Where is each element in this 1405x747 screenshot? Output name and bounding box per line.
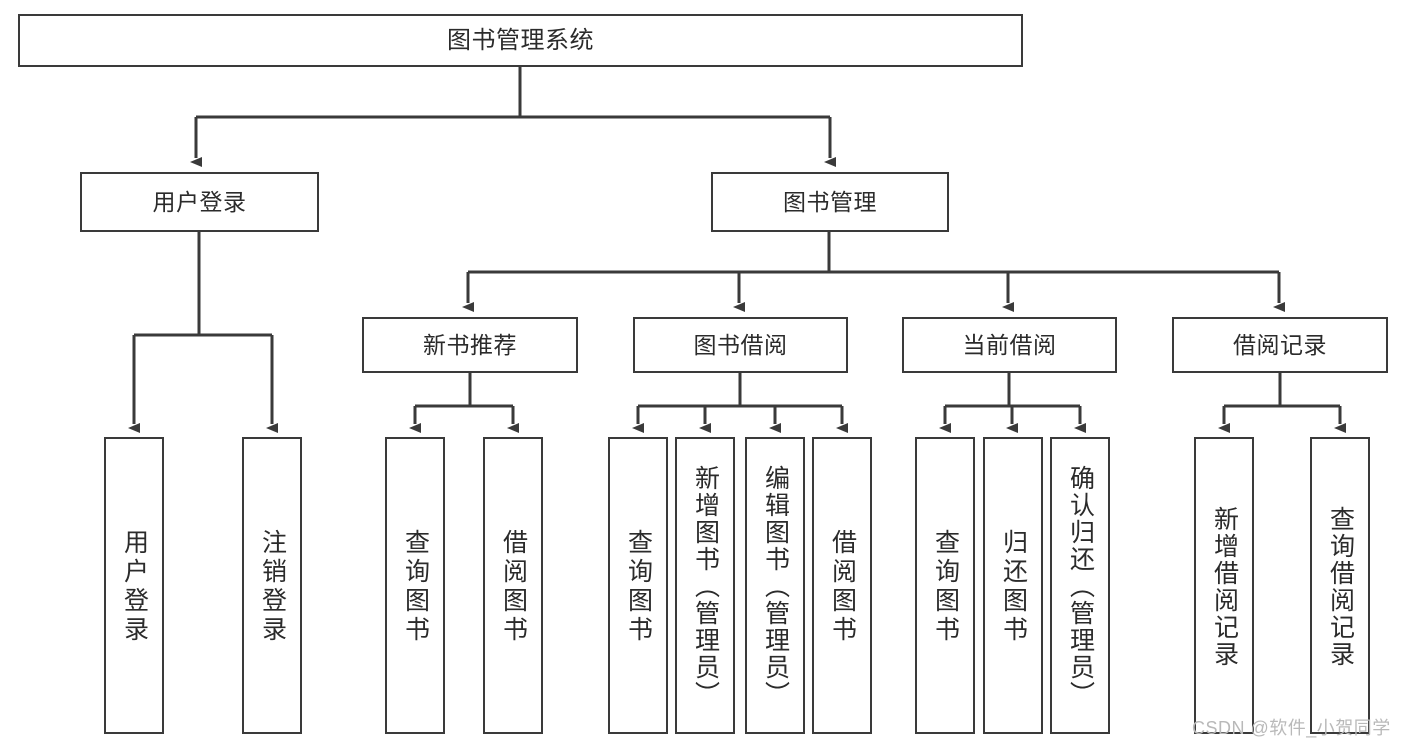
leaf-add-book-admin[interactable]: 新增图书（管理员） <box>675 437 735 734</box>
node-label: 查询图书 <box>401 528 430 645</box>
node-label: 归还图书 <box>999 528 1028 645</box>
node-label: 查询图书 <box>931 528 960 645</box>
node-label: 编辑图书（管理员） <box>761 465 790 708</box>
node-book-borrow[interactable]: 图书借阅 <box>633 317 848 373</box>
node-root-system[interactable]: 图书管理系统 <box>18 14 1023 67</box>
node-current-borrow[interactable]: 当前借阅 <box>902 317 1117 373</box>
leaf-user-login[interactable]: 用户登录 <box>104 437 164 734</box>
node-label: 新书推荐 <box>423 331 517 358</box>
node-label: 借阅图书 <box>828 528 857 645</box>
leaf-query-book-recommend[interactable]: 查询图书 <box>385 437 445 734</box>
node-label: 查询借阅记录 <box>1326 505 1355 668</box>
leaf-edit-book-admin[interactable]: 编辑图书（管理员） <box>745 437 805 734</box>
leaf-query-book-borrow[interactable]: 查询图书 <box>608 437 668 734</box>
node-label: 图书借阅 <box>693 331 788 358</box>
node-new-book-recommend[interactable]: 新书推荐 <box>362 317 578 373</box>
node-user-login[interactable]: 用户登录 <box>80 172 319 232</box>
node-label: 借阅图书 <box>499 528 528 645</box>
node-label: 图书管理 <box>783 188 877 215</box>
leaf-borrow-book[interactable]: 借阅图书 <box>812 437 872 734</box>
node-label: 借阅记录 <box>1233 331 1327 358</box>
leaf-confirm-return-admin[interactable]: 确认归还（管理员） <box>1050 437 1110 734</box>
node-book-management[interactable]: 图书管理 <box>711 172 949 232</box>
node-borrow-record[interactable]: 借阅记录 <box>1172 317 1388 373</box>
leaf-query-book-current[interactable]: 查询图书 <box>915 437 975 734</box>
leaf-add-borrow-record[interactable]: 新增借阅记录 <box>1194 437 1254 734</box>
leaf-logout[interactable]: 注销登录 <box>242 437 302 734</box>
node-label: 新增图书（管理员） <box>691 465 720 708</box>
node-label: 用户登录 <box>152 188 247 215</box>
node-label: 用户登录 <box>120 528 149 645</box>
node-label: 当前借阅 <box>962 331 1057 358</box>
node-label: 查询图书 <box>624 528 653 645</box>
node-label: 图书管理系统 <box>447 26 594 54</box>
leaf-borrow-book-recommend[interactable]: 借阅图书 <box>483 437 543 734</box>
leaf-query-borrow-record[interactable]: 查询借阅记录 <box>1310 437 1370 734</box>
node-label: 确认归还（管理员） <box>1066 465 1095 708</box>
node-label: 新增借阅记录 <box>1210 505 1239 668</box>
watermark: CSDN @软件_小贺同学 <box>1192 718 1391 738</box>
node-label: 注销登录 <box>258 528 287 645</box>
leaf-return-book[interactable]: 归还图书 <box>983 437 1043 734</box>
